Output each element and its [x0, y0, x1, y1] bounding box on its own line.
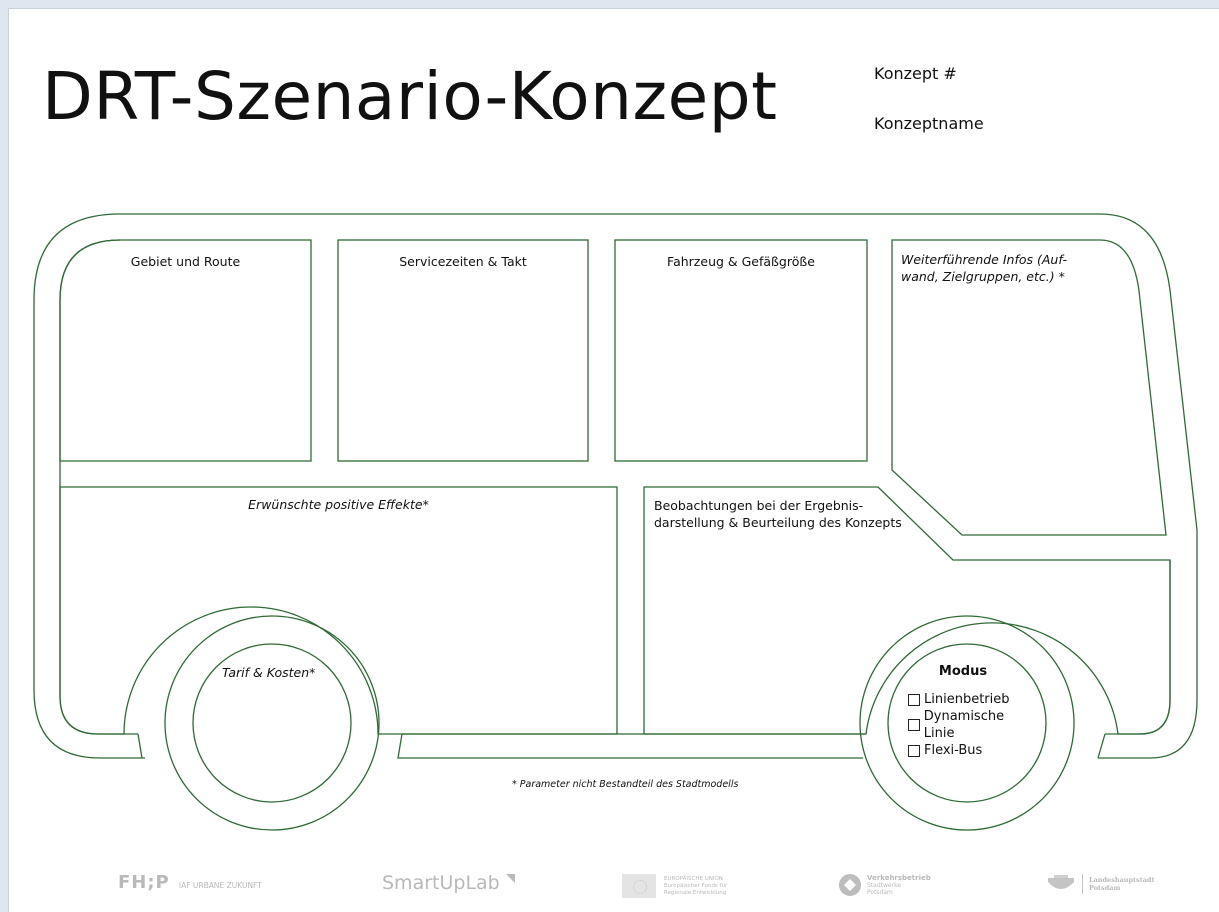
eu-flag-icon: [622, 874, 656, 898]
landeshauptstadt-logo-line: Potsdam: [1089, 884, 1121, 892]
rear-arch-edge: [137, 733, 143, 759]
verkehrsbetrieb-emblem-icon: [839, 874, 861, 896]
eu-logo-line: EUROPÄISCHE UNION: [664, 875, 723, 882]
smartuplab-logo: SmartUpLab: [382, 872, 515, 894]
field-label-servicezeiten: Servicezeiten & Takt: [399, 254, 527, 269]
field-label-effekte: Erwünschte positive Effekte*: [248, 497, 429, 512]
verkehrsbetrieb-logo-line: Potsdam: [867, 888, 893, 896]
weiterfuehrend-line-2: wand, Zielgruppen, etc.) *: [901, 269, 1065, 284]
eu-logo-line: Regionale Entwicklung: [664, 889, 727, 896]
beobachtungen-line-1: Beobachtungen bei der Ergebnis-: [654, 498, 864, 513]
verkehrsbetrieb-logo: Verkehrsbetrieb Stadtwerke Potsdam: [838, 873, 931, 897]
logo-divider: [1082, 874, 1083, 894]
field-label-gebiet: Gebiet und Route: [130, 254, 241, 269]
smartuplab-logo-text: SmartUpLab: [382, 872, 500, 894]
fhp-logo-mark: FH;P: [118, 872, 170, 893]
verkehrsbetrieb-logo-line: Stadtwerke: [867, 881, 902, 889]
eu-logo-text: EUROPÄISCHE UNION Europäischer Fonds für…: [664, 876, 727, 897]
bus-body-inner-right: [1105, 560, 1171, 735]
modus-option-linienbetrieb[interactable]: Linienbetrieb: [890, 691, 1036, 708]
field-label-beobachtungen: Beobachtungen bei der Ergebnis- darstell…: [654, 497, 902, 531]
modus-option-flexi-bus[interactable]: Flexi-Bus: [890, 742, 1036, 759]
eu-logo-line: Europäischer Fonds für: [664, 882, 728, 889]
verkehrsbetrieb-logo-text: Verkehrsbetrieb Stadtwerke Potsdam: [867, 873, 931, 896]
konzept-number-label: Konzept #: [874, 64, 957, 83]
front-wheel-outer: [859, 615, 1075, 831]
modus-option-dynamische-linie[interactable]: Dynamische Linie: [890, 708, 1036, 742]
weiterfuehrend-line-1: Weiterführende Infos (Auf-: [901, 252, 1068, 267]
fhp-logo: FH;P IAF URBANE ZUKUNFT: [118, 872, 262, 893]
window-servicezeiten: [337, 239, 589, 462]
landeshauptstadt-logo-line: Landeshauptstadt: [1089, 876, 1155, 884]
rear-wheel-outer: [164, 615, 380, 831]
window-gebiet: [59, 239, 312, 462]
page-title: DRT-Szenario-Konzept: [42, 58, 778, 135]
footnote: * Parameter nicht Bestandteil des Stadtm…: [512, 779, 739, 790]
field-label-weiterfuehrend: Weiterführende Infos (Auf- wand, Zielgru…: [901, 251, 1067, 285]
konzept-name-label: Konzeptname: [874, 114, 984, 133]
checkbox-icon[interactable]: [908, 744, 920, 757]
checkbox-icon[interactable]: [908, 693, 920, 706]
beobachtungen-line-2: darstellung & Beurteilung des Konzepts: [654, 515, 902, 530]
front-wheel-inner: [887, 643, 1047, 803]
verkehrsbetrieb-logo-line: Verkehrsbetrieb: [867, 873, 931, 882]
worksheet-page: [8, 8, 1219, 912]
field-label-tarif: Tarif & Kosten*: [222, 665, 316, 680]
window-weiterfuehrend: [891, 239, 1167, 536]
modus-option-label: Flexi-Bus: [924, 743, 983, 758]
landeshauptstadt-logo: Landeshauptstadt Potsdam: [1046, 874, 1154, 894]
modus-heading: Modus: [938, 664, 988, 679]
fhp-logo-subtitle: IAF URBANE ZUKUNFT: [178, 881, 262, 890]
checkbox-icon[interactable]: [908, 719, 920, 731]
eu-logo: EUROPÄISCHE UNION Europäischer Fonds für…: [622, 874, 727, 898]
landeshauptstadt-crest-icon: [1048, 875, 1074, 889]
front-arch-edge: [1097, 733, 1106, 759]
modus-option-label: Dynamische Linie: [923, 709, 1005, 741]
panel-effekte: [59, 486, 618, 735]
panel-beobachtungen: [643, 486, 1171, 735]
window-fahrzeug: [614, 239, 868, 462]
smartuplab-corner-icon: [505, 874, 515, 883]
landeshauptstadt-logo-text: Landeshauptstadt Potsdam: [1089, 876, 1154, 892]
chassis-line: [397, 733, 863, 759]
rear-wheel-inner: [192, 643, 352, 803]
modus-box: Modus Linienbetrieb Dynamische Linie Fle…: [890, 664, 1036, 759]
field-label-fahrzeug: Fahrzeug & Gefäßgröße: [667, 254, 815, 269]
bus-body-outer: [33, 213, 1198, 759]
modus-option-label: Linienbetrieb: [924, 692, 1010, 707]
